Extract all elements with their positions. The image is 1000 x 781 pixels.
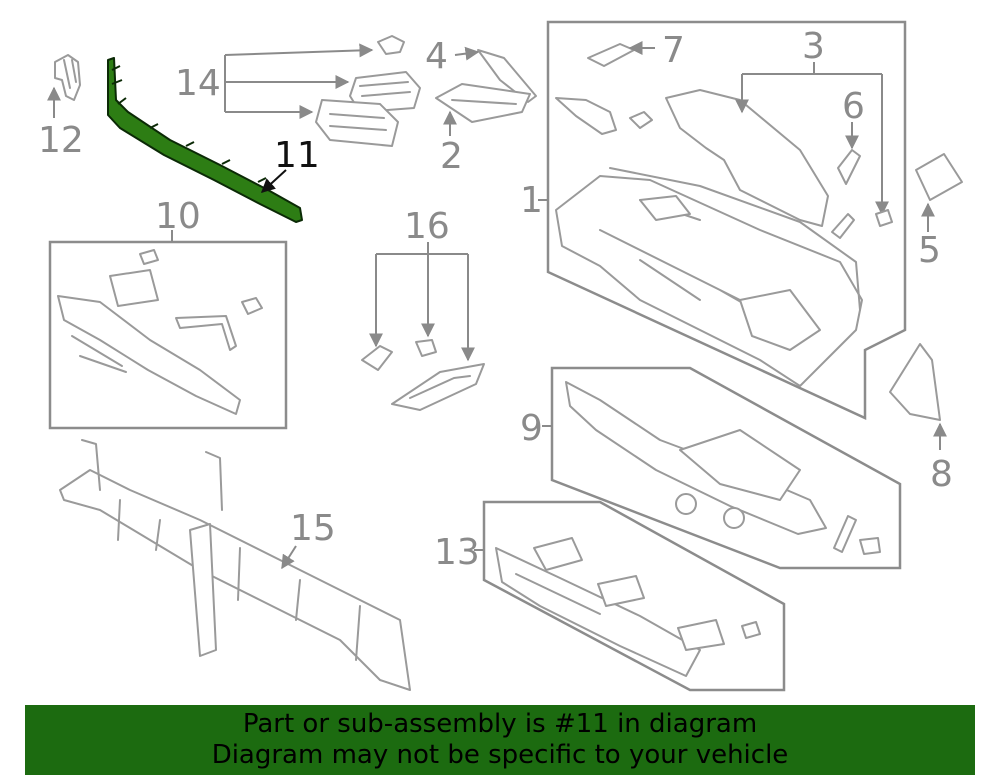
callout-2: 2 [440, 136, 463, 177]
part-10-panel-frame [48, 230, 288, 430]
part-5-cap [915, 153, 963, 232]
part-4-cover [454, 46, 537, 103]
part-6-vent [837, 122, 861, 185]
callout-12: 12 [38, 120, 84, 161]
callout-3: 3 [802, 26, 825, 67]
part-8-side-cover [889, 343, 947, 450]
part-13-panel-frame [474, 500, 786, 692]
callout-14: 14 [175, 63, 221, 104]
callout-10: 10 [155, 196, 201, 237]
part-11-trim-strip [107, 57, 303, 223]
part-7-vent-small [587, 41, 655, 67]
part-9-panel-frame [542, 366, 902, 570]
callout-5: 5 [918, 230, 941, 271]
callout-13: 13 [434, 532, 480, 573]
part-3-top-pad [555, 62, 889, 227]
callout-8: 8 [930, 454, 953, 495]
callout-9: 9 [520, 408, 543, 449]
part-15-cross-beam [59, 439, 411, 691]
callout-7: 7 [662, 30, 685, 71]
part-1-panel-frame [538, 20, 907, 420]
part-1-dashboard [555, 167, 893, 387]
info-banner: Part or sub-assembly is #11 in diagram D… [25, 705, 975, 775]
part-2-tray [435, 83, 531, 136]
banner-line-1: Part or sub-assembly is #11 in diagram [242, 709, 758, 739]
part-16-set [361, 242, 485, 411]
callout-16: 16 [404, 206, 450, 247]
callout-1: 1 [520, 180, 543, 221]
part-14-vents [224, 35, 421, 147]
callout-6: 6 [842, 86, 865, 127]
banner-line-2: Diagram may not be specific to your vehi… [211, 740, 789, 770]
part-12-clip [47, 54, 81, 118]
callout-15: 15 [290, 508, 336, 549]
callout-11: 11 [274, 135, 320, 176]
callout-4: 4 [425, 36, 448, 77]
